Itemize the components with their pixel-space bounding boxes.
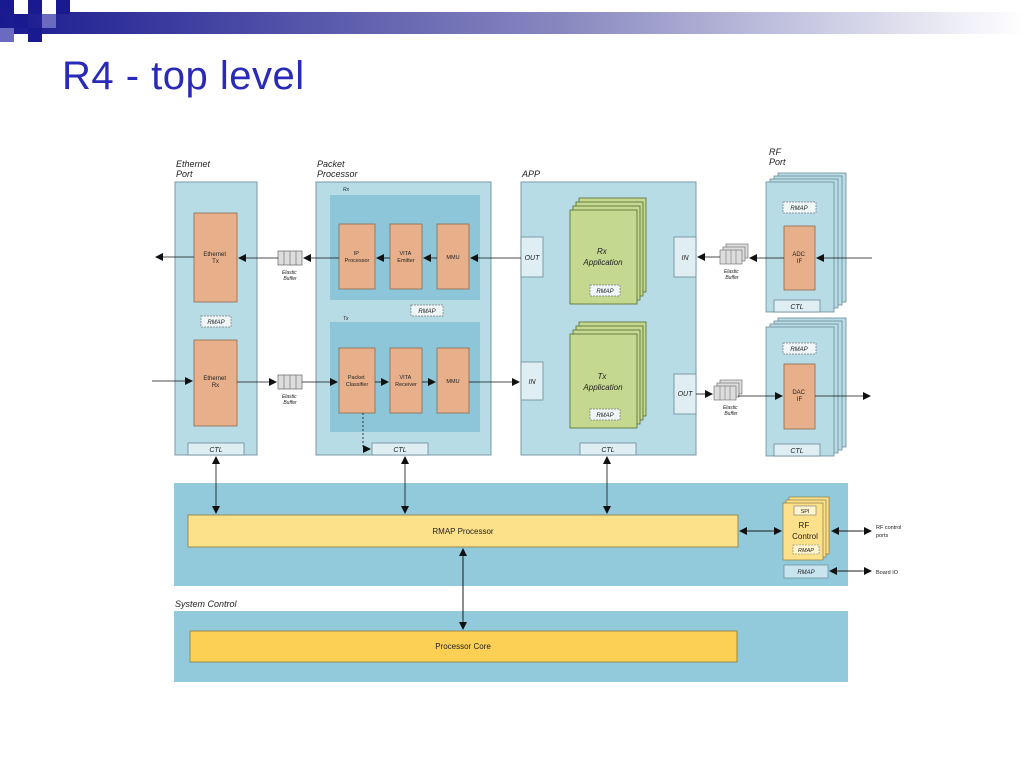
rf-dac-rmap-box [782, 342, 817, 355]
rx-app-rmap-box [589, 284, 621, 297]
system-control-label: System Control [175, 599, 238, 609]
tx-app-rmap-text: RMAP [596, 413, 613, 419]
processor-core-text: Processor Core [435, 642, 491, 651]
packet-processor-label: Packet Processor [317, 159, 359, 179]
header-bar [0, 0, 1024, 42]
spi-box [793, 505, 817, 516]
vita-receiver-block [389, 347, 423, 414]
ethernet-ctl-box [187, 442, 245, 456]
app-in-text: IN [529, 379, 537, 386]
ethernet-rx-text: Ethernet Rx [203, 376, 227, 389]
packet-rx-label: Rx [343, 187, 350, 193]
ethernet-ctl-text: CTL [209, 447, 222, 454]
elastic-buffer-tx [277, 250, 303, 266]
rf-control-text: RF Control [792, 521, 818, 541]
elastic-buffer-rf-in [719, 243, 749, 265]
ethernet-port-label: Ethernet Port [176, 159, 213, 179]
tx-application-text: Tx Application [582, 372, 623, 392]
packet-rmap-text: RMAP [418, 309, 435, 315]
app-out-port [520, 236, 544, 278]
packet-ctl-text: CTL [393, 447, 406, 454]
tx-application-block [569, 321, 647, 429]
rf-adc-rmap-text: RMAP [790, 206, 807, 212]
ethernet-tx-block [193, 212, 238, 303]
packet-classifier-block [338, 347, 376, 414]
page-title: R4 - top level [62, 54, 305, 98]
board-io-rmap-text: RMAP [797, 570, 814, 576]
app-in-right-text: IN [682, 255, 690, 262]
checker-logo [0, 0, 70, 42]
adc-if-block [783, 225, 816, 291]
app-ctl-box [579, 442, 637, 456]
ip-processor-text: IP Processor [345, 251, 370, 264]
rf-dac-ctl-text: CTL [790, 448, 803, 455]
ip-processor-block [338, 223, 376, 290]
ethernet-tx-text: Ethernet Tx [203, 252, 227, 265]
app-ctl-text: CTL [601, 447, 614, 454]
rmap-processor-text: RMAP Processor [432, 527, 494, 536]
rf-dac-ctl-box [773, 443, 821, 457]
elastic-buffer-rx-label: Elastic Buffer [282, 394, 298, 406]
packet-tx-label: Tx [343, 316, 349, 322]
mmu-rx-block [436, 223, 470, 290]
elastic-buffer-tx-label: Elastic Buffer [282, 270, 298, 282]
vita-receiver-text: VITA Receiver [395, 375, 417, 388]
rf-control-rmap-box [792, 544, 820, 555]
rf-dac-rmap-text: RMAP [790, 347, 807, 353]
adc-if-text: ADC IF [792, 252, 806, 265]
vita-emitter-text: VITA Emitter [397, 251, 415, 264]
app-in-port [520, 361, 544, 401]
rf-adc-ctl-box [773, 299, 821, 313]
dac-if-text: DAC IF [792, 390, 806, 403]
app-out-right-text: OUT [678, 391, 694, 398]
app-in-right-port [673, 236, 697, 278]
rf-adc-rmap-box [782, 201, 817, 214]
rmap-processor-block [187, 514, 739, 548]
ethernet-rmap-box [200, 315, 232, 328]
app-out-text: OUT [525, 255, 541, 262]
packet-ctl-box [371, 442, 429, 456]
rf-control-rmap-text: RMAP [798, 548, 814, 554]
mmu-tx-text: MMU [446, 379, 459, 385]
board-io-label: Board IO [876, 570, 899, 576]
spi-text: SPI [801, 509, 810, 515]
packet-rmap-box [410, 304, 444, 317]
ethernet-rmap-text: RMAP [207, 320, 224, 326]
rx-app-rmap-text: RMAP [596, 289, 613, 295]
elastic-buffer-rf-in-label: Elastic Buffer [724, 269, 740, 281]
connectors [152, 253, 872, 630]
dac-if-block [783, 363, 816, 430]
vita-emitter-block [389, 223, 423, 290]
elastic-buffer-rx [277, 374, 303, 390]
ethernet-rx-block [193, 339, 238, 427]
app-label: APP [521, 169, 540, 179]
packet-classifier-text: Packet Classifier [346, 375, 369, 388]
elastic-buffer-rf-out-label: Elastic Buffer [723, 405, 739, 417]
board-io-rmap-box [783, 564, 829, 579]
processor-core-block [189, 630, 738, 663]
elastic-buffer-rf-out [713, 379, 743, 401]
rf-adc-ctl-text: CTL [790, 304, 803, 311]
rf-control-ports-label: RF control ports [876, 525, 903, 539]
rf-port-label: RF Port [769, 147, 786, 167]
mmu-rx-text: MMU [446, 255, 459, 261]
rx-application-text: Rx Application [582, 247, 623, 267]
tx-app-rmap-box [589, 408, 621, 421]
mmu-tx-block [436, 347, 470, 414]
